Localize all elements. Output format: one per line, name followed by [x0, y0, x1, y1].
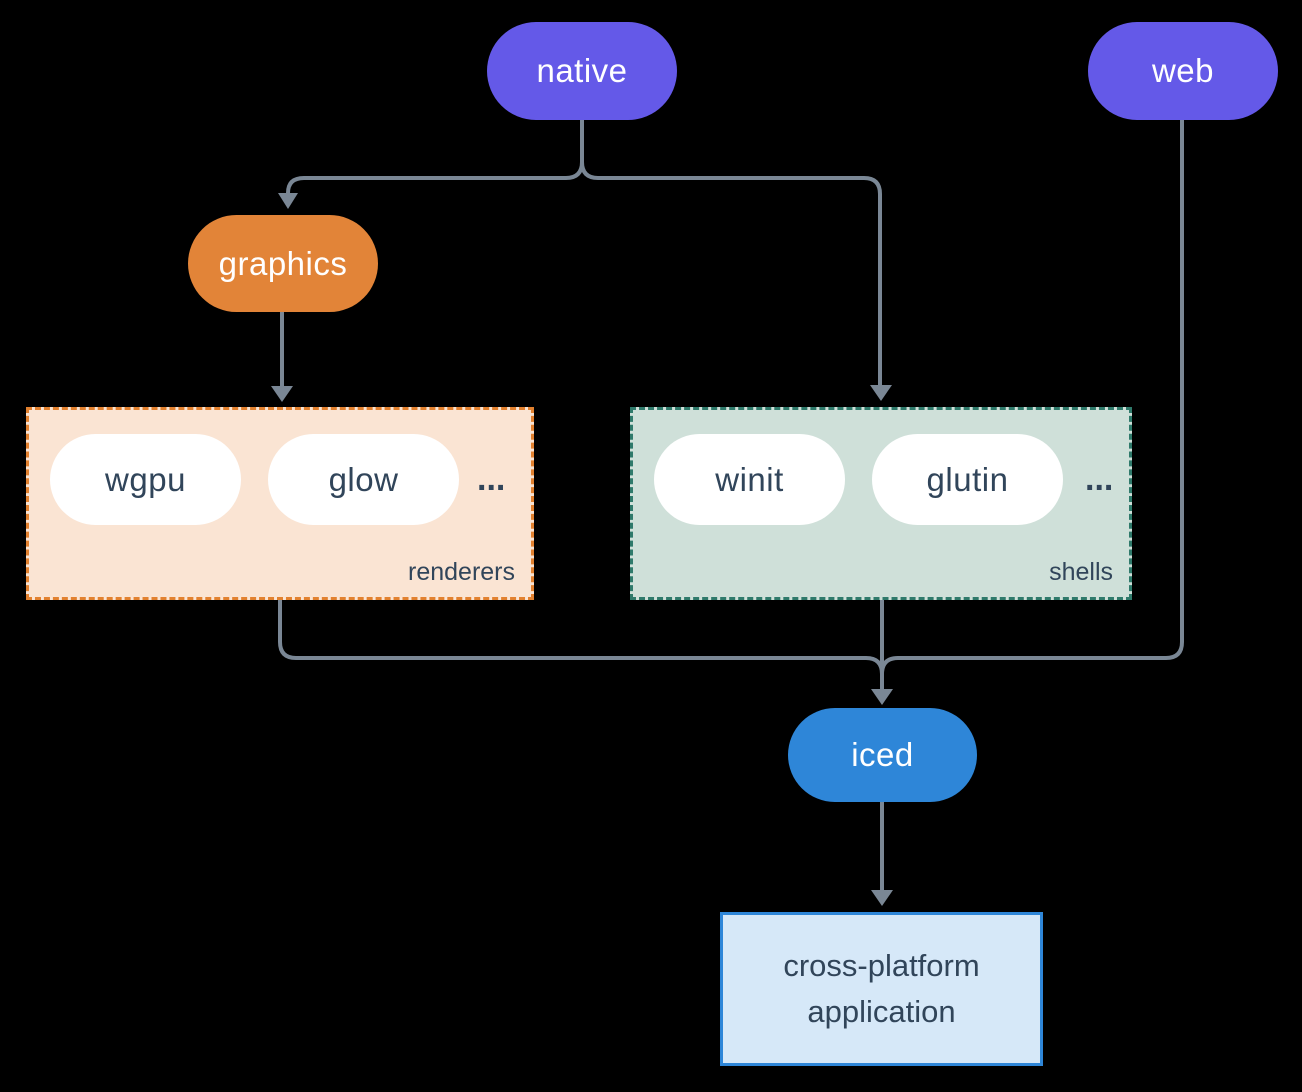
edge-native-to-graphics — [286, 120, 584, 194]
node-iced: iced — [788, 708, 977, 802]
group-shells: winit glutin ... shells — [630, 407, 1132, 600]
node-cross-platform-application: cross-platform application — [720, 912, 1043, 1066]
shells-ellipsis: ... — [1085, 460, 1114, 498]
edge-native-to-shells — [580, 120, 882, 385]
node-web: web — [1088, 22, 1278, 120]
renderers-ellipsis: ... — [477, 460, 506, 498]
node-glutin: glutin — [872, 434, 1063, 525]
arrowhead-into-iced — [871, 689, 893, 705]
shells-group-label: shells — [1049, 558, 1113, 586]
arrowhead-into-graphics — [278, 193, 298, 209]
group-renderers: wgpu glow ... renderers — [26, 407, 534, 600]
node-iced-label: iced — [851, 736, 914, 773]
application-label-line2: application — [807, 994, 956, 1029]
node-glow: glow — [268, 434, 459, 525]
node-glow-label: glow — [328, 460, 399, 498]
node-native: native — [487, 22, 677, 120]
node-web-label: web — [1151, 52, 1215, 89]
node-winit: winit — [654, 434, 845, 525]
node-native-label: native — [536, 52, 628, 89]
renderers-group-label: renderers — [408, 558, 515, 586]
application-label-line1: cross-platform — [783, 948, 980, 983]
node-graphics-label: graphics — [218, 244, 348, 282]
node-graphics: graphics — [188, 215, 378, 312]
node-wgpu-label: wgpu — [105, 460, 186, 498]
node-wgpu: wgpu — [50, 434, 241, 525]
node-winit-label: winit — [715, 460, 784, 498]
node-glutin-label: glutin — [926, 460, 1009, 498]
arrowhead-into-renderers — [271, 386, 293, 402]
arrowhead-into-application — [871, 890, 893, 906]
arrowhead-into-shells — [870, 385, 892, 401]
edge-renderers-to-merge — [278, 600, 884, 675]
